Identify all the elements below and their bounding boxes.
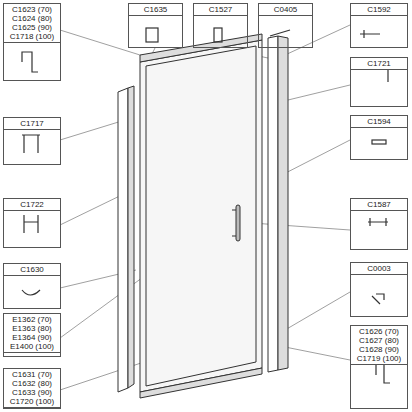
part-number: C1592: [353, 5, 405, 14]
part-callout: C1594: [350, 115, 408, 160]
part-callout: C0405: [258, 3, 313, 48]
part-number: E1362 (70): [6, 315, 58, 324]
callout-header: C1630: [4, 264, 60, 276]
part-callout: C1635: [128, 3, 183, 48]
part-number: C1721: [353, 59, 405, 68]
callout-header: C1626 (70)C1627 (80)C1628 (90)C1719 (100…: [351, 326, 407, 365]
part-number: C1587: [353, 200, 405, 209]
part-number: C1719 (100): [353, 354, 405, 363]
part-number: C0405: [261, 5, 310, 14]
part-number: C1627 (80): [353, 336, 405, 345]
part-callout: C1631 (70)C1632 (80)C1633 (90)C1720 (100…: [3, 368, 61, 409]
callout-header: C1587: [351, 199, 407, 211]
part-callout: C1721: [350, 57, 408, 107]
part-callout: C1630: [3, 263, 61, 309]
part-number: C1720 (100): [6, 397, 58, 406]
callout-header: E1362 (70)E1363 (80)E1364 (90)E1400 (100…: [4, 314, 60, 353]
callout-header: C1722: [4, 199, 60, 211]
part-number: C1594: [353, 117, 405, 126]
callout-header: C1631 (70)C1632 (80)C1633 (90)C1720 (100…: [4, 369, 60, 408]
callout-header: C1623 (70)C1624 (80)C1625 (90)C1718 (100…: [4, 4, 60, 43]
part-callout: C0003: [350, 262, 408, 317]
callout-header: C1635: [129, 4, 182, 16]
part-number: C1717: [6, 119, 58, 128]
part-number: C1632 (80): [6, 379, 58, 388]
part-number: C1722: [6, 200, 58, 209]
callout-header: C1717: [4, 118, 60, 130]
part-number: E1364 (90): [6, 333, 58, 342]
callout-header: C0405: [259, 4, 312, 16]
part-number: C1626 (70): [353, 327, 405, 336]
callout-header: C1721: [351, 58, 407, 70]
callout-header: C0003: [351, 263, 407, 275]
part-number: C1630: [6, 265, 58, 274]
callout-header: C1527: [194, 4, 247, 16]
part-number: C1628 (90): [353, 345, 405, 354]
part-number: E1363 (80): [6, 324, 58, 333]
callout-header: C1594: [351, 116, 407, 128]
part-callout: C1587: [350, 198, 408, 250]
callout-header: C1592: [351, 4, 407, 16]
part-callout: E1362 (70)E1363 (80)E1364 (90)E1400 (100…: [3, 313, 61, 357]
part-callout: C1626 (70)C1627 (80)C1628 (90)C1719 (100…: [350, 325, 408, 409]
part-callout: C1592: [350, 3, 408, 48]
part-callout: C1623 (70)C1624 (80)C1625 (90)C1718 (100…: [3, 3, 61, 81]
part-callout: C1527: [193, 3, 248, 48]
part-number: C1718 (100): [6, 32, 58, 41]
part-number: C1625 (90): [6, 23, 58, 32]
part-number: C1635: [131, 5, 180, 14]
part-callout: C1717: [3, 117, 61, 165]
part-number: E1400 (100): [6, 342, 58, 351]
part-number: C1631 (70): [6, 370, 58, 379]
part-number: C1623 (70): [6, 5, 58, 14]
part-number: C1633 (90): [6, 388, 58, 397]
part-number: C1624 (80): [6, 14, 58, 23]
part-number: C0003: [353, 264, 405, 273]
part-number: C1527: [196, 5, 245, 14]
part-callout: C1722: [3, 198, 61, 248]
